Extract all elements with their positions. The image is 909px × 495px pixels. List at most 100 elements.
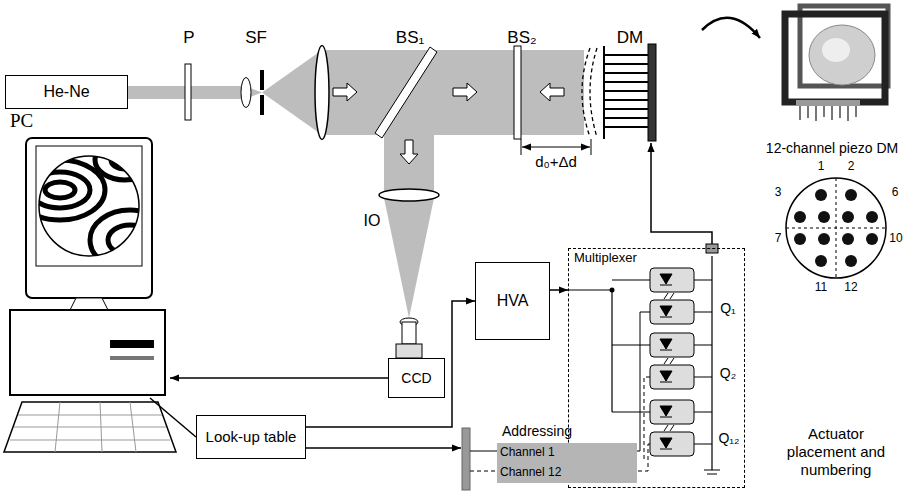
optocoupler — [650, 400, 694, 424]
actuator-number: 1 — [818, 160, 825, 174]
diode-symbol — [660, 285, 672, 286]
signal-connector — [150, 398, 196, 437]
beam-arrow — [333, 83, 357, 101]
optocoupler — [650, 432, 694, 456]
mirror-base — [648, 44, 656, 141]
mirror-face — [603, 46, 605, 139]
computer — [95, 140, 155, 180]
signal-label: Addressing — [502, 423, 572, 439]
polarizer — [185, 64, 191, 120]
channel-wire — [470, 471, 497, 472]
computer — [111, 151, 139, 169]
switch-wire — [612, 280, 650, 412]
optocoupler — [650, 365, 694, 389]
computer — [45, 182, 75, 198]
actuator-map — [786, 178, 886, 278]
switch-wire — [568, 290, 612, 412]
diode-symbol — [660, 417, 672, 418]
dimension-line — [591, 139, 592, 155]
actuator-number: 6 — [892, 186, 899, 200]
laser-beam — [384, 135, 434, 195]
signal-connector — [170, 377, 388, 379]
mirror-photo — [785, 14, 885, 102]
switch-wire — [704, 256, 720, 474]
collimating-lens — [315, 46, 329, 140]
amplifier-box: HVA — [475, 262, 550, 340]
transistor-label: Q₁₂ — [718, 430, 739, 446]
mirror-photo — [796, 100, 860, 106]
camera-box: CCD — [388, 358, 445, 398]
diode-symbol — [660, 371, 672, 381]
beam-splitter — [375, 47, 437, 138]
computer — [110, 356, 154, 360]
optocoupler — [650, 300, 694, 324]
channel-wire — [637, 444, 650, 471]
node-text: Multiplexer — [574, 251, 637, 266]
camera-lens — [396, 318, 422, 358]
switch-wire — [694, 280, 712, 444]
actuator-map — [794, 189, 878, 267]
dimension-line — [521, 139, 591, 155]
dimension-line — [521, 139, 522, 155]
mirror-surface — [590, 48, 597, 137]
optocoupler — [650, 268, 694, 292]
computer — [4, 138, 176, 452]
channel-band: Channel 1 — [497, 443, 637, 463]
mirror-photo — [809, 25, 875, 85]
diode-symbol — [660, 382, 672, 383]
filter-lens — [241, 78, 251, 108]
computer-node: PC — [5, 108, 170, 398]
node-text: He-Ne — [43, 83, 89, 101]
actuator-map — [842, 233, 854, 245]
beam-arrow — [333, 83, 564, 164]
diode-symbol — [660, 339, 672, 349]
address-bus — [462, 428, 470, 490]
node-text: Look-up table — [206, 428, 297, 445]
pinhole — [260, 95, 264, 115]
actuator-map — [818, 233, 830, 245]
computer — [10, 310, 165, 395]
actuator-number: 11 — [815, 281, 827, 295]
diode-symbol — [660, 317, 672, 318]
actuator-map — [845, 189, 857, 201]
mirror-surface — [582, 48, 597, 137]
computer — [4, 402, 176, 452]
node-text: CCD — [401, 370, 431, 386]
mirror-photo — [785, 6, 888, 121]
computer — [90, 210, 170, 270]
optocoupler — [650, 268, 694, 456]
laser-beam — [384, 198, 434, 318]
computer — [15, 140, 170, 270]
laser-beam — [322, 50, 584, 135]
light-coupling — [664, 293, 674, 431]
actuator-number: 10 — [889, 232, 902, 246]
actuator-number: 3 — [775, 186, 782, 200]
mirror-photo — [822, 38, 850, 62]
camera-lens — [402, 322, 416, 344]
diode-symbol — [660, 274, 672, 284]
part-label: BS₂ — [507, 28, 536, 48]
node-text: Channel 12 — [500, 466, 561, 480]
computer — [15, 160, 105, 220]
actuator-map — [786, 178, 886, 278]
pointer-arrow — [702, 18, 760, 38]
computer — [110, 340, 154, 348]
computer — [108, 225, 152, 255]
actuator-map — [866, 211, 878, 223]
beam-arrow — [453, 83, 477, 101]
actuator-number: 7 — [775, 232, 782, 246]
part-label: BS₁ — [396, 28, 424, 48]
part-label: IO — [364, 212, 381, 230]
node-text: PC — [10, 110, 33, 132]
computer — [39, 156, 139, 256]
beam-arrow — [400, 140, 418, 164]
mirror-surface — [582, 48, 590, 137]
part-label: DM — [617, 28, 643, 48]
signal-connector — [550, 289, 568, 291]
computer — [10, 402, 170, 452]
actuator-map — [815, 255, 827, 267]
actuator-number: 2 — [848, 160, 855, 174]
transistor-label: Q₂ — [720, 365, 736, 381]
